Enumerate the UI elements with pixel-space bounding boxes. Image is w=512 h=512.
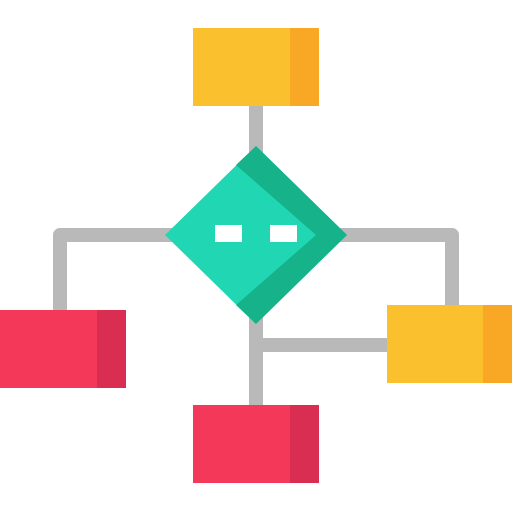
- decision-diamond: [165, 146, 347, 324]
- connector-lines: [53, 106, 459, 405]
- process-box-left: [0, 310, 126, 388]
- decision-mark-left: [215, 225, 242, 242]
- process-box-right: [387, 305, 512, 383]
- process-box-bottom: [193, 405, 319, 483]
- decision-mark-right: [270, 225, 297, 242]
- connector-right: [337, 228, 459, 306]
- process-box-top: [193, 28, 319, 106]
- connector-left: [53, 228, 175, 310]
